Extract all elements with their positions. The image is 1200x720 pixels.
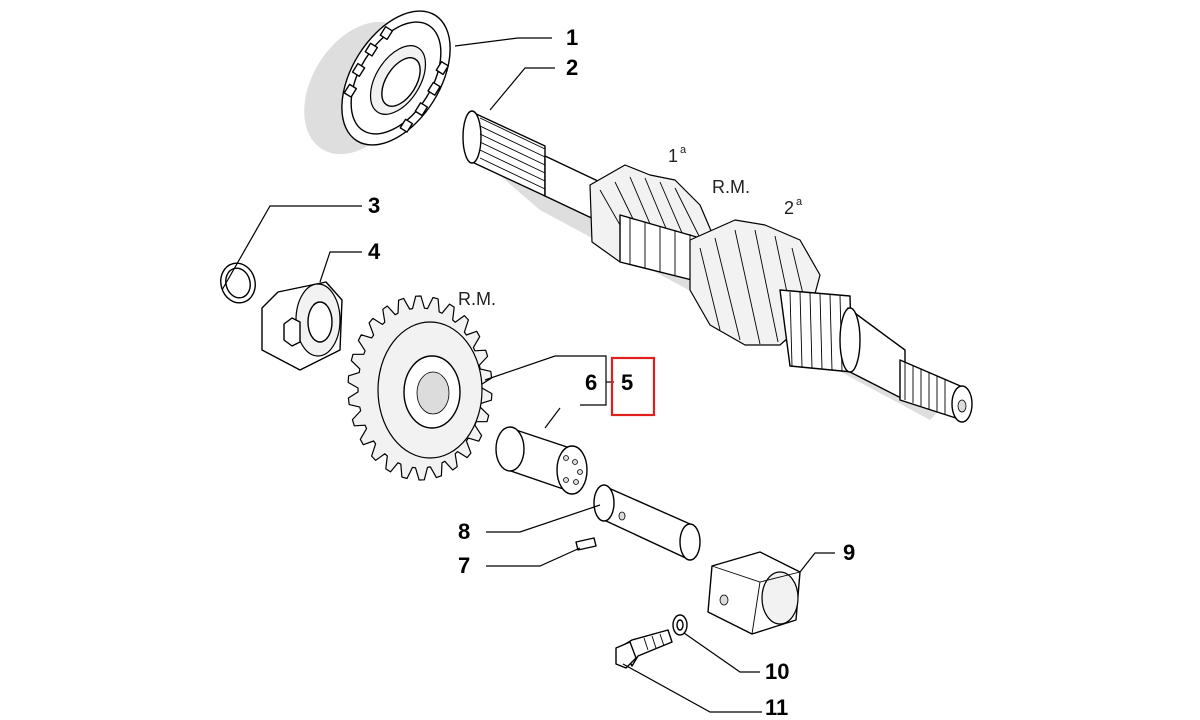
leader-lines xyxy=(221,37,835,713)
callout-8: 8 xyxy=(458,519,470,544)
label-first-gear-sup: a xyxy=(680,144,687,156)
bushing xyxy=(261,281,343,371)
callout-6: 6 xyxy=(585,370,597,395)
gear-labels: 1 a R.M. 2 a R.M. xyxy=(458,144,803,309)
label-first-gear: 1 xyxy=(668,146,678,166)
callout-1: 1 xyxy=(566,25,578,50)
bearing xyxy=(304,10,451,155)
bolt xyxy=(615,629,673,669)
label-second-gear-sup: a xyxy=(796,196,803,208)
reverse-gear xyxy=(347,295,493,481)
highlight-box xyxy=(610,356,656,417)
snap-ring xyxy=(220,262,256,304)
support-block xyxy=(707,551,801,635)
callout-4: 4 xyxy=(368,239,381,264)
callout-7: 7 xyxy=(458,553,470,578)
callout-5: 5 xyxy=(621,370,633,395)
callout-11: 11 xyxy=(765,695,788,720)
callout-10: 10 xyxy=(765,659,789,684)
roll-pin xyxy=(575,537,597,551)
callout-numbers: 1 2 3 4 6 5 8 7 9 10 11 xyxy=(368,25,855,720)
needle-roller-cage xyxy=(495,426,588,495)
callout-3: 3 xyxy=(368,193,380,218)
main-shaft xyxy=(462,110,973,423)
callout-2: 2 xyxy=(566,55,578,80)
label-second-gear: 2 xyxy=(784,198,794,218)
idler-shaft xyxy=(593,484,701,561)
label-reverse-shaft: R.M. xyxy=(712,177,750,197)
washer xyxy=(672,614,688,636)
label-reverse-gear: R.M. xyxy=(458,289,496,309)
callout-9: 9 xyxy=(843,540,855,565)
